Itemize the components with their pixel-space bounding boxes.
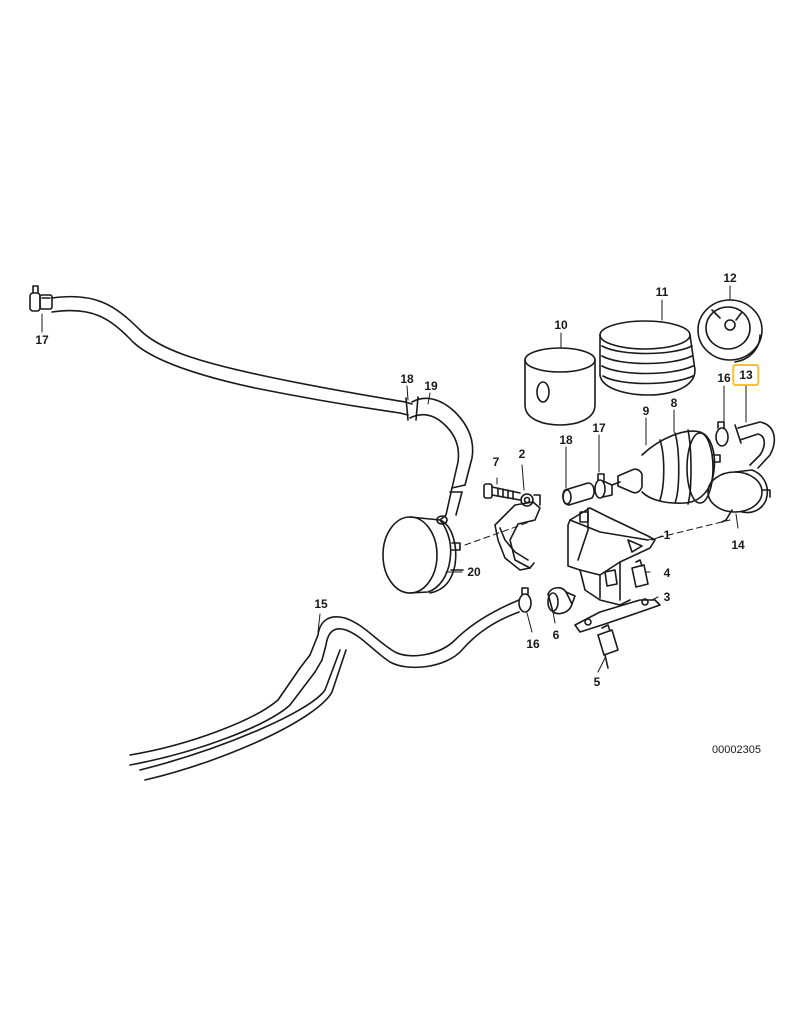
top-fuel-hose [51,295,413,416]
damper-20 [382,515,464,594]
leader-lines [41,285,747,673]
part-label-1[interactable]: 1 [663,528,671,542]
elbow-hose-19 [405,396,474,521]
part-label-12[interactable]: 12 [723,271,737,285]
part-label-7[interactable]: 7 [492,455,500,469]
part-label-18-bushing[interactable]: 18 [559,433,573,447]
bracket-1 [567,507,731,606]
hose-clamp-16-bottom [518,587,532,613]
part-label-11[interactable]: 11 [655,285,669,299]
part-label-18[interactable]: 18 [400,372,414,386]
part-label-13[interactable]: 13 [732,364,760,386]
hose-clamp-16-right [715,421,729,447]
part-label-16-bottom[interactable]: 16 [526,637,540,651]
part-label-20[interactable]: 20 [467,565,481,579]
part-label-17[interactable]: 17 [35,333,49,347]
bolt-7 [483,483,521,501]
hose-clamp-17-left [29,285,53,312]
part-label-9[interactable]: 9 [642,404,650,418]
part-label-15[interactable]: 15 [314,597,328,611]
bellows-11 [599,320,696,396]
part-label-3[interactable]: 3 [663,590,671,604]
part-label-17-clamp[interactable]: 17 [592,421,606,435]
damper-14 [707,469,771,523]
part-label-2[interactable]: 2 [518,447,526,461]
part-label-8[interactable]: 8 [670,396,678,410]
bushing-18 [562,482,595,506]
part-label-10[interactable]: 10 [554,318,568,332]
part-label-16-right[interactable]: 16 [717,371,731,385]
bottom-fuel-hose-15 [129,599,520,781]
cap-12 [697,299,763,363]
bracket-3 [574,598,661,633]
part-label-4[interactable]: 4 [663,566,671,580]
part-label-14[interactable]: 14 [731,538,745,552]
part-label-5[interactable]: 5 [593,675,601,689]
document-number: 00002305 [712,744,761,756]
part-label-6[interactable]: 6 [552,628,560,642]
hose-13 [734,421,776,469]
clamp-6 [547,586,576,615]
fuel-filter-8-9 [611,429,721,505]
hose-clamp-17-middle [594,473,613,499]
part-label-19[interactable]: 19 [424,379,438,393]
rubber-mounts-4-5 [597,559,649,669]
bracket-2 [494,493,541,571]
housing-10 [524,347,596,426]
